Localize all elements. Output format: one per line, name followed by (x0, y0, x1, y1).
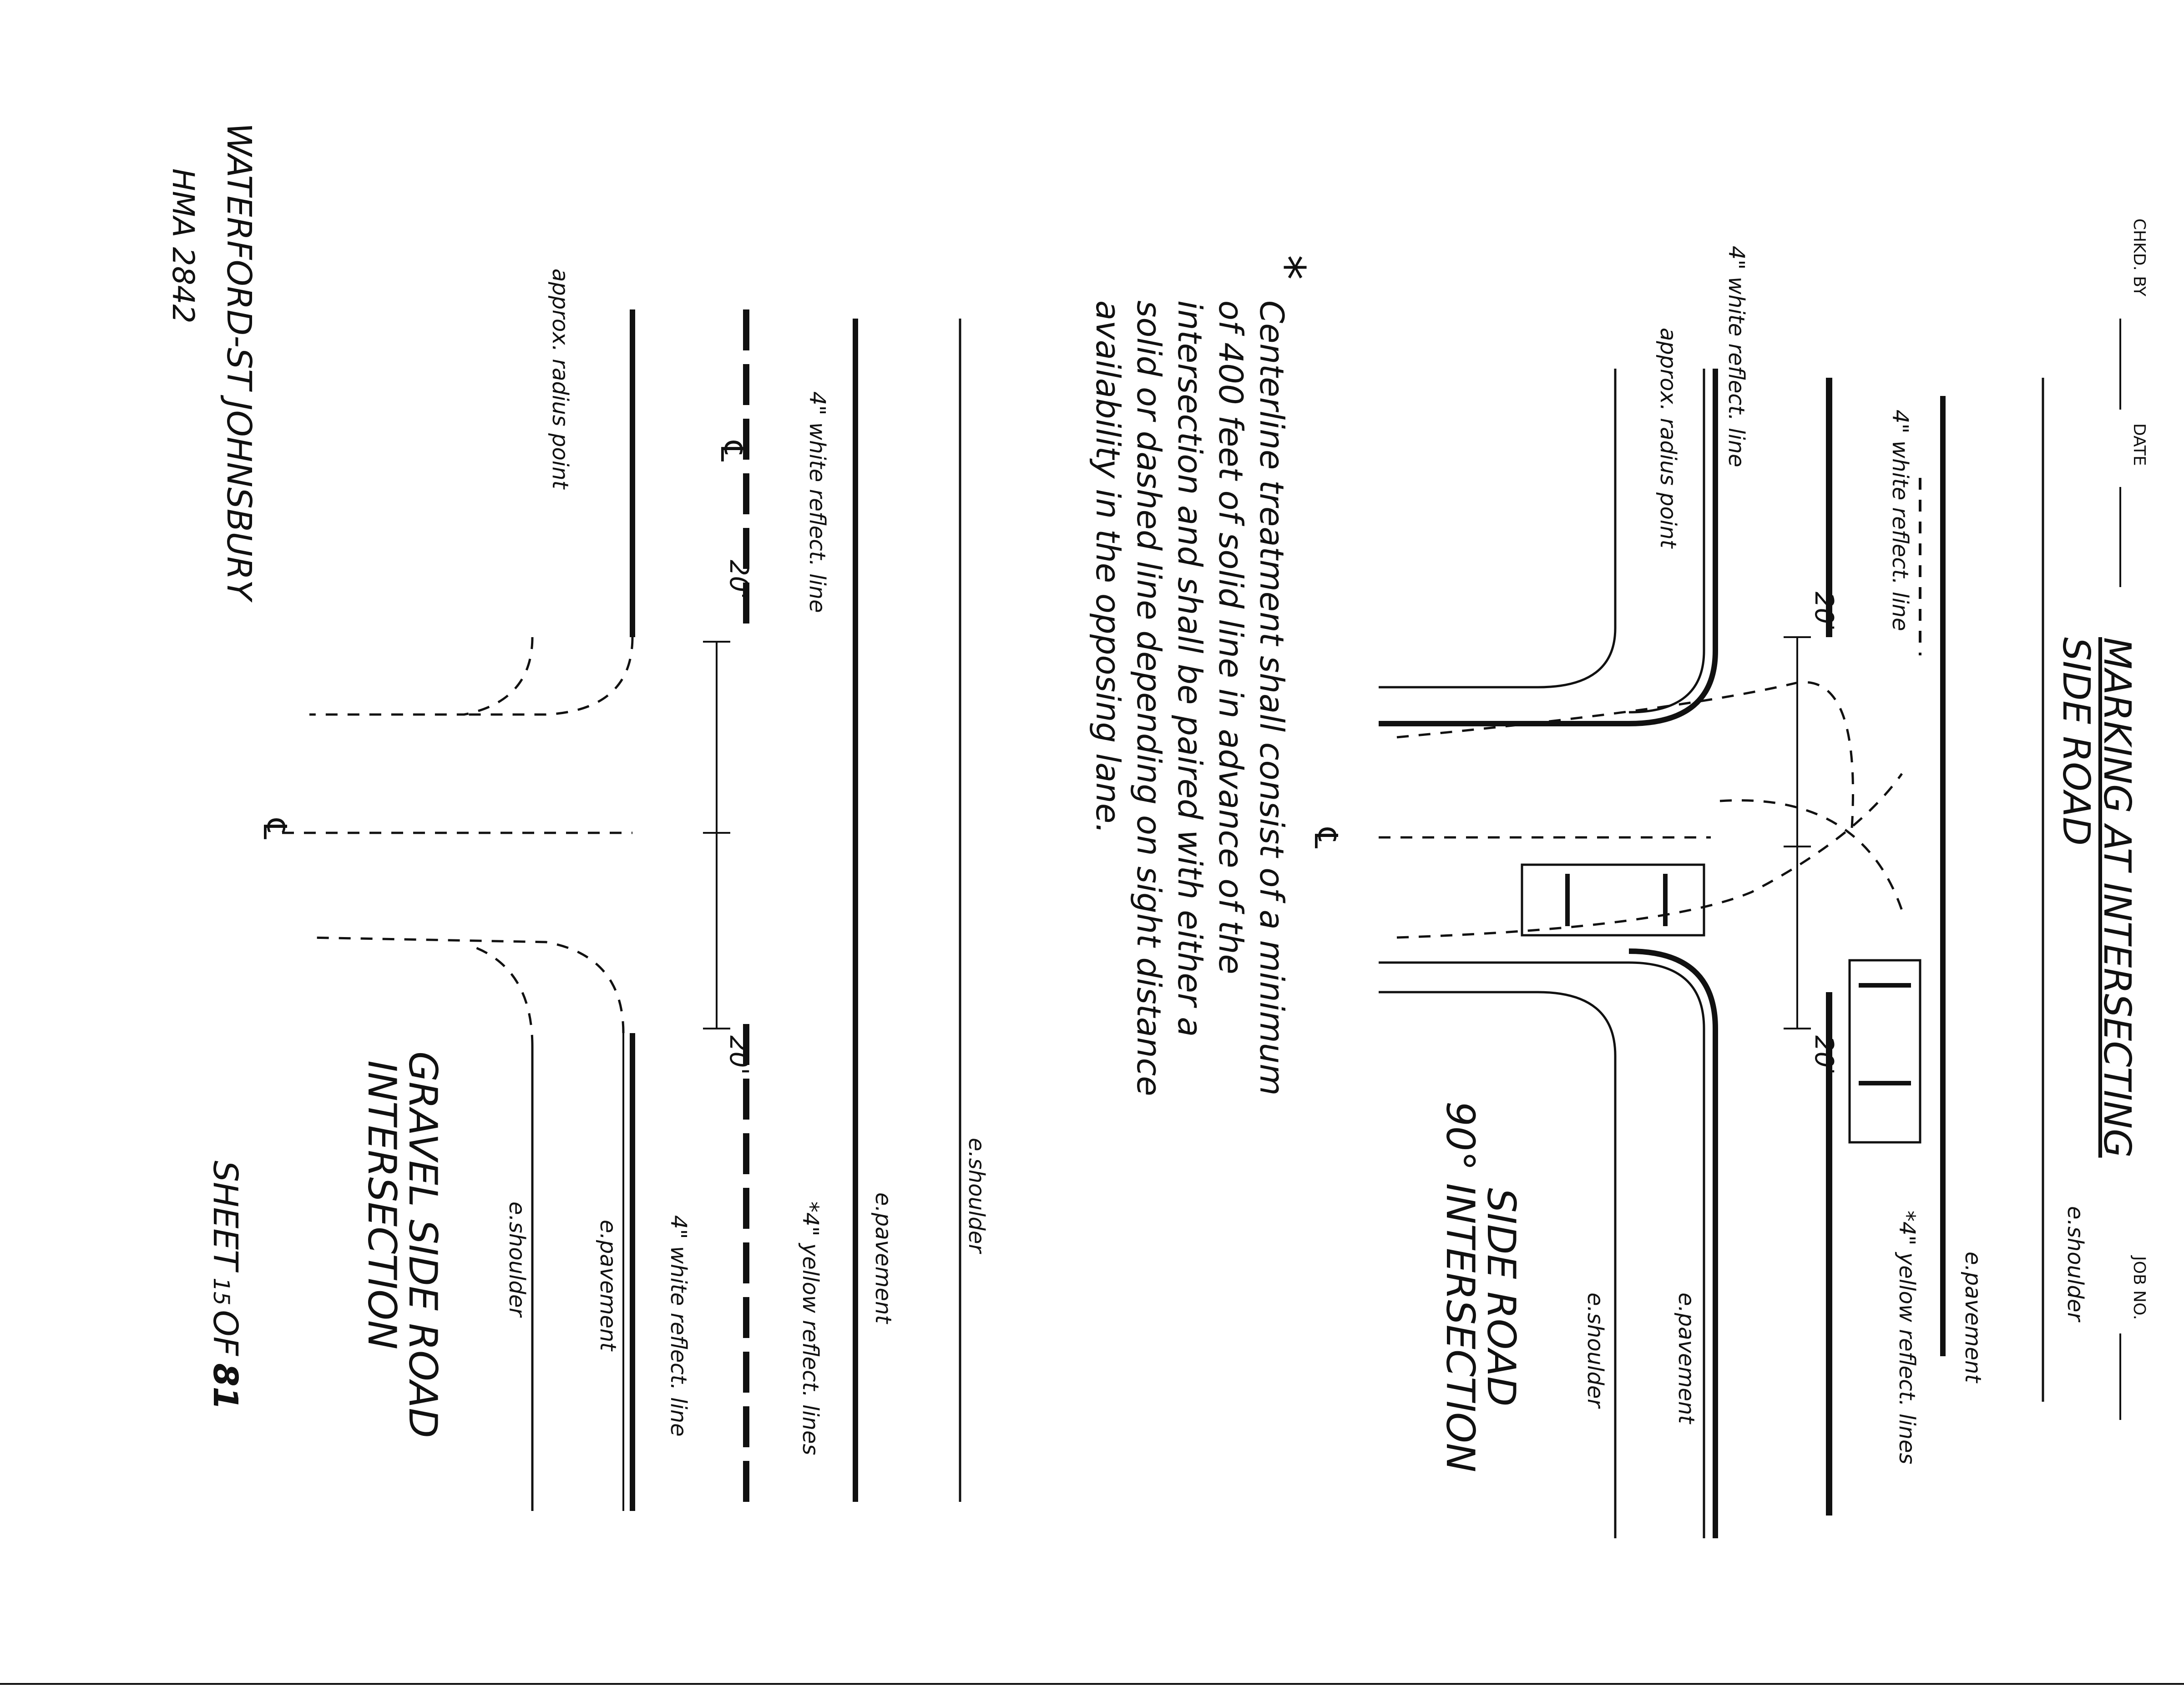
lower-e-shoulder-bottom-label: e.shoulder (504, 1201, 530, 1318)
note-line-5: availability in the opposing lane. (1089, 300, 1127, 834)
lower-white-reflect-line-bottom-label: 4" white reflect. line (666, 1215, 691, 1437)
upper-white-reflect-line-label: 4" white reflect. line (1887, 410, 1913, 631)
lower-caption-line2: INTERSECTION (359, 1060, 404, 1349)
lower-radius-curve-top (464, 637, 634, 716)
upper-vehicle-1 (1521, 863, 1705, 937)
upper-e-pavement-bottom-label: e.pavement (1673, 1293, 1699, 1424)
lower-radius-point-label: approx. radius point (547, 269, 573, 490)
sheet-prefix: SHEET (206, 1161, 245, 1273)
upper-vehicle-2 (1848, 959, 1921, 1144)
upper-e-shoulder-top-label: e.shoulder (2063, 1206, 2088, 1323)
note-line-4: solid or dashed line depending on sight … (1130, 300, 1168, 1096)
sheet-footer: WATERFORD-ST JOHNSBURY HMA 2842 SHEET 15O… (166, 123, 258, 1410)
lower-e-pavement-top-label: e.pavement (870, 1192, 896, 1324)
upper-turn-path-2 (1396, 773, 1903, 939)
sheet-title-line2: SIDE ROAD (2054, 637, 2098, 846)
upper-e-pavement-top-label: e.pavement (1960, 1252, 1986, 1384)
upper-intersection-diagram: ℄ 20' 20' 4" white reflect. line 4" whit… (1307, 246, 2088, 1538)
chkd-by-label: CHKD. BY (2130, 218, 2149, 297)
lower-radius-curve-bottom (309, 936, 625, 1034)
lower-e-shoulder-top-label: e.shoulder (964, 1138, 989, 1254)
upper-turn-path-1 (1396, 681, 1854, 829)
lower-centerline-top-symbol: ℄ (713, 437, 751, 466)
lower-caption-line1: GRAVEL SIDE ROAD (400, 1051, 445, 1438)
project-name: WATERFORD-ST JOHNSBURY (219, 123, 258, 603)
upper-pavement-edge-top (1379, 369, 1718, 726)
upper-dim-right: 20' (1809, 1035, 1839, 1075)
upper-radius-point-label: approx. radius point (1655, 328, 1681, 549)
lower-intersection-diagram: ℄ ℄ 20' 20' 4" white reflect. line appro… (256, 269, 989, 1511)
upper-white-reflect-line-side-label: 4" white reflect. line (1724, 246, 1749, 467)
sheet-number: SHEET 15OF 81 (206, 1161, 245, 1410)
upper-dim-left: 20' (1809, 592, 1839, 631)
upper-pavement-edge-bottom (1628, 948, 1718, 1538)
lower-radius-curve-bottom-outer (473, 945, 534, 1047)
lower-dim-right: 20' (724, 1035, 753, 1075)
upper-centerline-symbol: ℄ (1307, 824, 1345, 852)
note-line-2: of 400 feet of solid line in advance of … (1212, 300, 1250, 974)
upper-shoulder-edge-bottom (1379, 991, 1617, 1538)
sheet-of: OF (206, 1310, 245, 1356)
date-label: DATE (2130, 423, 2149, 466)
lower-dim-left: 20' (724, 560, 753, 599)
title-block: CHKD. BY DATE JOB NO. MARKING AT INTERSE… (2054, 218, 2149, 1420)
sheet-current: 15 (208, 1277, 234, 1305)
note-line-3: intersection and shall be paired with ei… (1171, 300, 1209, 1037)
upper-caption-line1: SIDE ROAD (1478, 1188, 1524, 1406)
svg-text:SHEET15OF81: SHEET 15OF 81 (206, 1161, 245, 1410)
note-line-1: Centerline treatment shall consist of a … (1253, 300, 1291, 1095)
hma-number: HMA 2842 (166, 168, 201, 324)
note-star: * (1258, 255, 1316, 280)
upper-e-shoulder-bottom-label: e.shoulder (1582, 1293, 1608, 1409)
centerline-note: * Centerline treatment shall consist of … (1089, 255, 1316, 1096)
lower-centerline-side-symbol: ℄ (256, 815, 293, 843)
lower-white-reflect-line-label: 4" white reflect. line (804, 391, 830, 613)
lower-radius-curve-top-outer (309, 637, 534, 716)
upper-shoulder-edge-top (1379, 369, 1617, 689)
job-no-label: JOB NO. (2130, 1255, 2149, 1320)
upper-turn-path-3 (1719, 799, 1903, 911)
lower-yellow-lines-label: *4" yellow reflect. lines (798, 1201, 823, 1455)
upper-caption-line2: 90° INTERSECTION (1437, 1101, 1483, 1472)
upper-yellow-lines-label: *4" yellow reflect. lines (1894, 1211, 1920, 1465)
sheet-total: 81 (206, 1363, 245, 1410)
sheet-title-line1: MARKING AT INTERSECTING (2095, 637, 2138, 1158)
lower-e-pavement-bottom-label: e.pavement (595, 1220, 621, 1352)
